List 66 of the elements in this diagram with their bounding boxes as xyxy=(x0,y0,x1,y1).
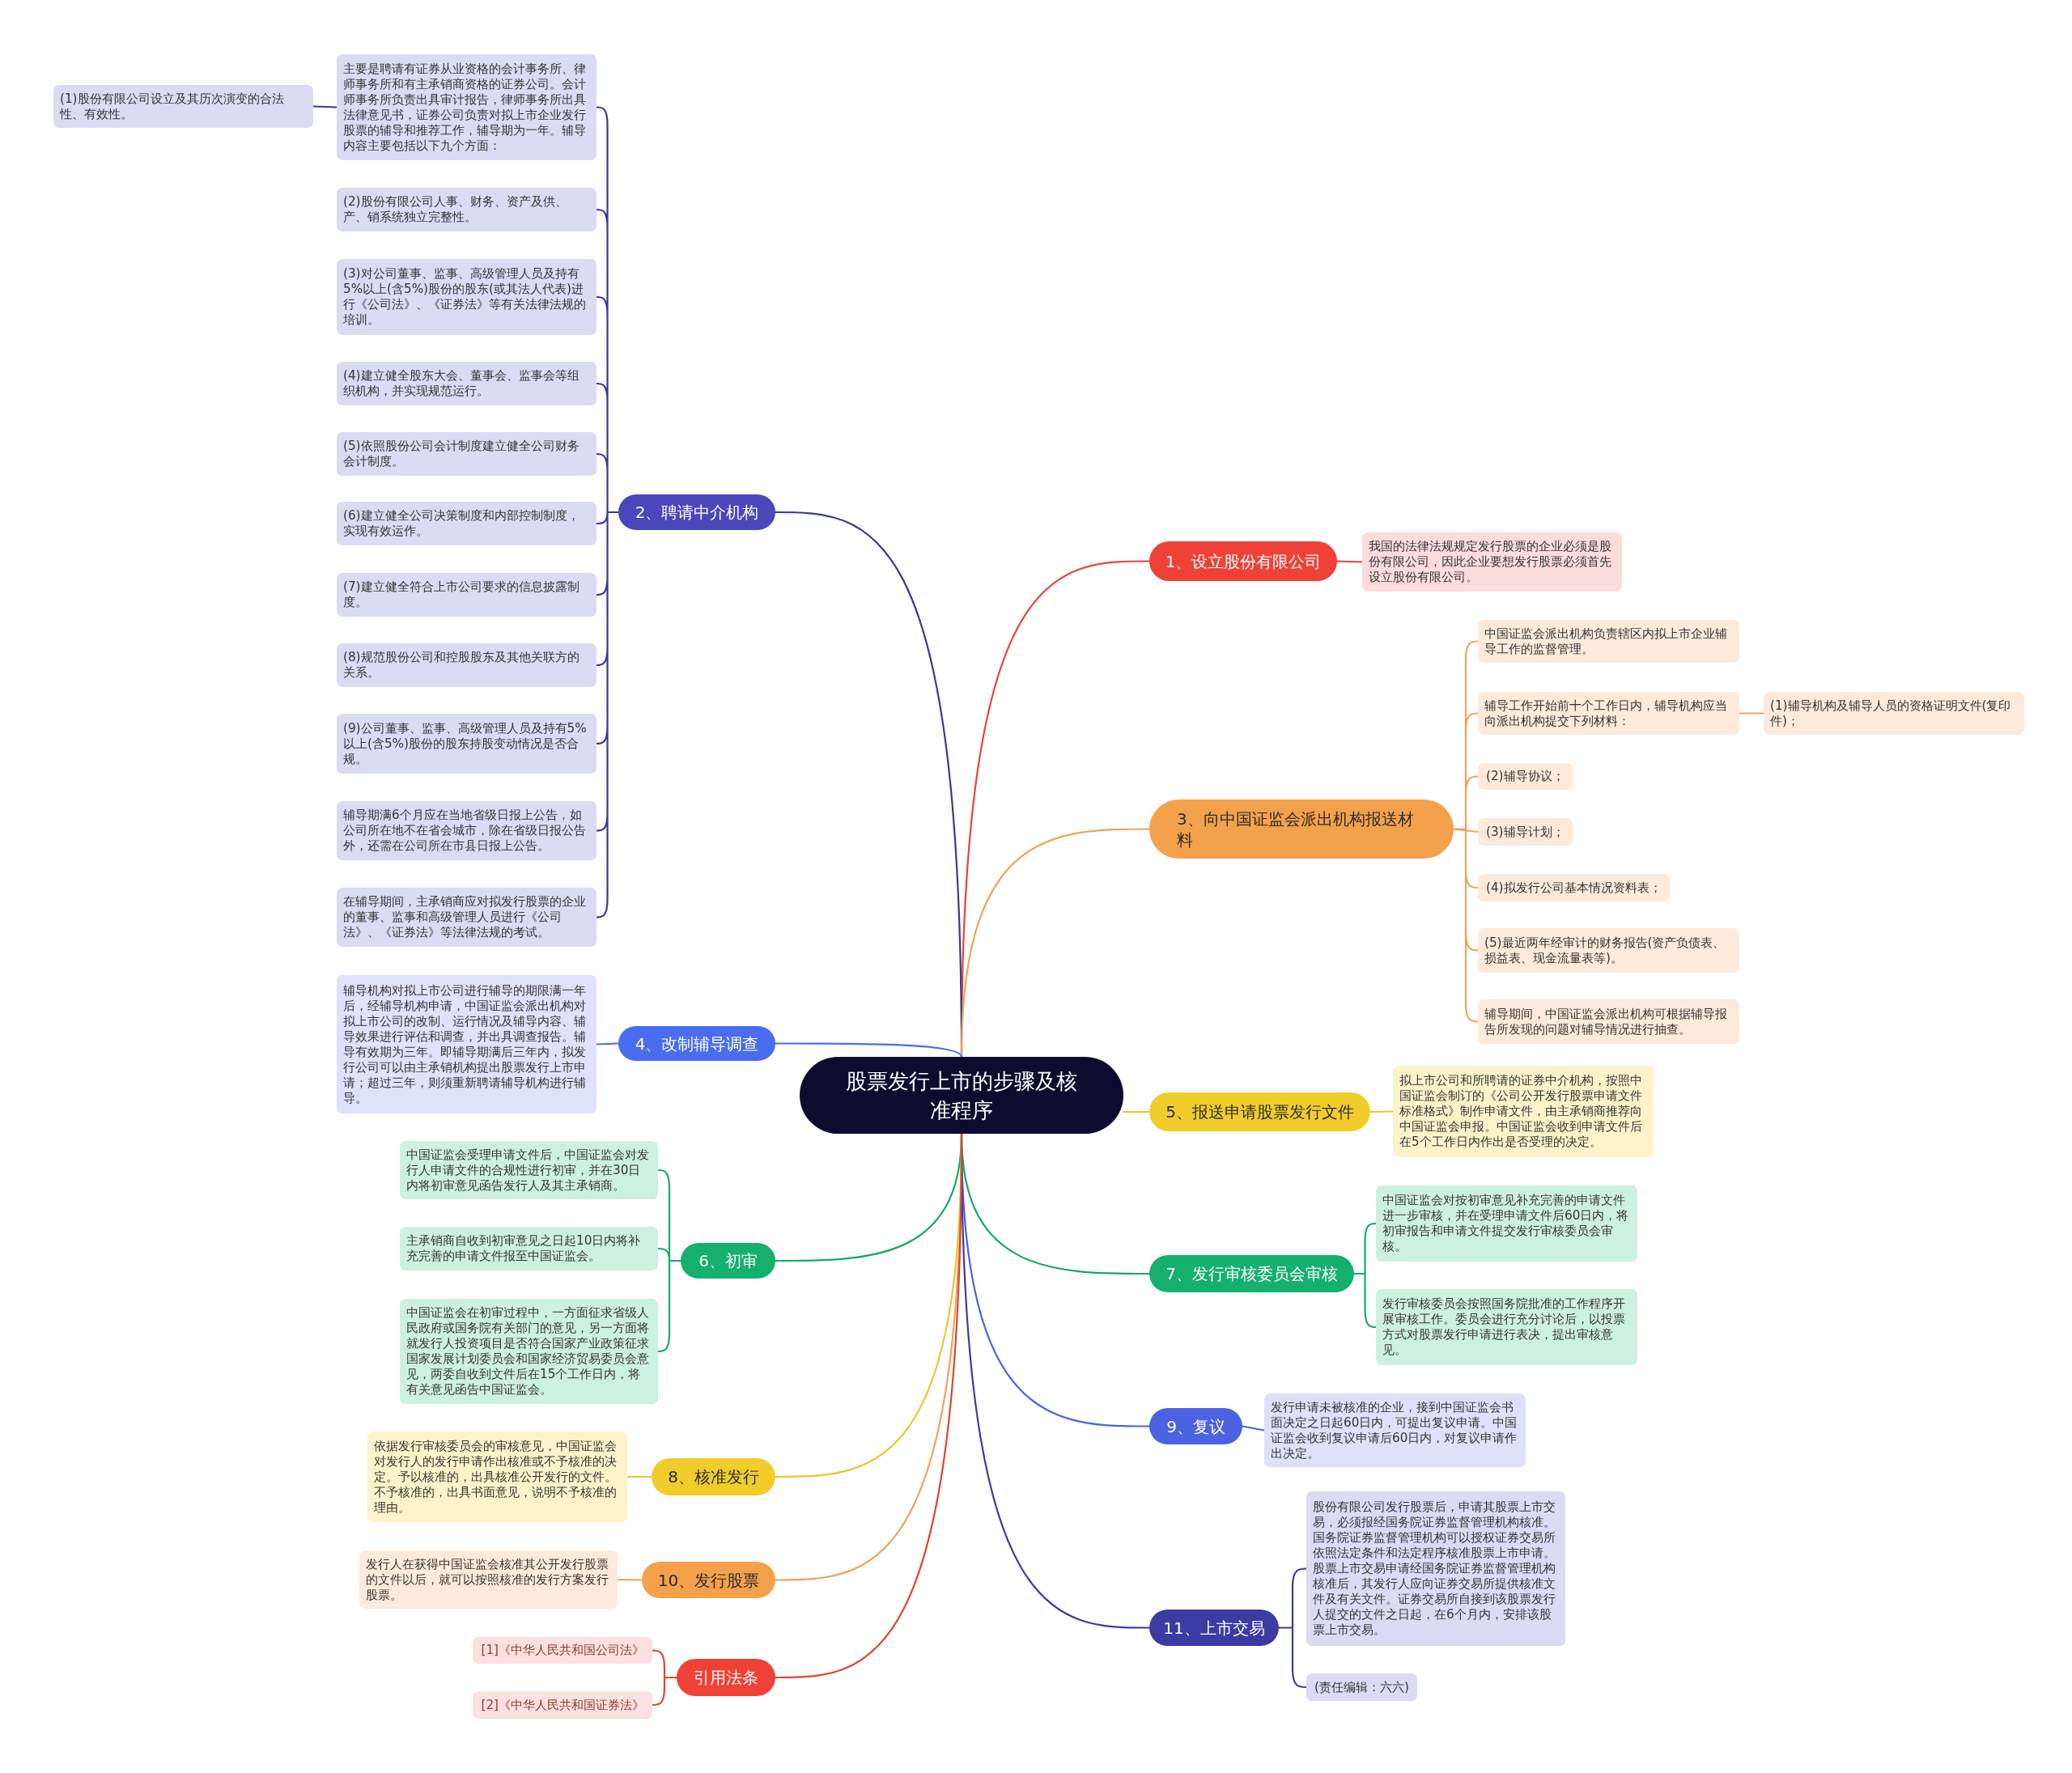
note-box: 我国的法律法规规定发行股票的企业必须是股份有限公司，因此企业要想发行股票必须首先设立股份有限公司。 xyxy=(1362,532,1622,592)
connector-line xyxy=(595,106,620,918)
topic-pill: 10、发行股票 xyxy=(642,1562,775,1598)
connector-line xyxy=(1241,1425,1266,1432)
note-box: [1]《中华人民共和国公司法》 xyxy=(473,1637,652,1664)
note-box: 辅导工作开始前十个工作日内，辅导机构应当向派出机构提交下列材料： xyxy=(1478,692,1739,735)
note-box: 辅导期满6个月应在当地省级日报上公告，如公司所在地不在省会城市，除在省级日报公告外，还需在公司所在市县日报上公告。 xyxy=(337,801,597,860)
note-box: (1)股份有限公司设立及其历次演变的合法性、有效性。 xyxy=(53,85,313,128)
note-box: 发行审核委员会按照国务院批准的工作程序开展审核工作。委员会进行充分讨论后，以投票方式对股票发行申请进行表决，提出审核意见。 xyxy=(1376,1289,1637,1365)
note-box: (2)股份有限公司人事、财务、资产及供、产、销系统独立完整性。 xyxy=(337,188,597,231)
connector-line xyxy=(1122,1110,1151,1113)
note-box: 在辅导期间，主承销商应对拟发行股票的企业的董事、监事和高级管理人员进行《公司法》、《证券法》等法律法规的考试。 xyxy=(337,888,597,947)
topic-pill: 1、设立股份有限公司 xyxy=(1149,541,1337,581)
topic-pill: 7、发行审核委员会审核 xyxy=(1149,1255,1354,1292)
topic-pill: 4、改制辅导调查 xyxy=(618,1026,775,1061)
note-box: (7)建立健全符合上市公司要求的信息披露制度。 xyxy=(337,573,597,617)
connector-line xyxy=(656,1169,682,1353)
topic-pill: 3、向中国证监会派出机构报送材料 xyxy=(1149,800,1454,859)
note-box: (4)拟发行公司基本情况资料表； xyxy=(1478,874,1670,901)
note-box: 股份有限公司发行股票后，申请其股票上市交易，必须报经国务院证券监督管理机构核准。国务院证券监督管理机构可以授权证券交易所依照法定条件和法定程序核准股票上市申请。股票上市交易申请经国务院证券监督管理机构核准后，其发行人应向证券交易所提供核准文件及有关文件。证券交易所自接到该股票发行人提交的文件之日起，在6个月内，安排该股票上市交易。 xyxy=(1306,1491,1565,1646)
note-box: (3)辅导计划； xyxy=(1478,818,1573,846)
connector-line xyxy=(1452,828,1480,833)
connector-line xyxy=(595,1042,620,1046)
connector-line xyxy=(1738,712,1765,715)
note-box: (8)规范股份公司和控股股东及其他关联方的关系。 xyxy=(337,643,597,687)
connector-line xyxy=(626,1475,653,1478)
topic-pill: 8、核准发行 xyxy=(652,1458,775,1495)
note-box: 中国证监会在初审过程中，一方面征求省级人民政府或国务院有关部门的意见，另一方面将就发行人投资项目是否符合国家产业政策征求国家发展计划委员会和国家经济贸易委员会意见，两委自收到文件后在15个工作日内，将有关意见函告中国证监会。 xyxy=(400,1299,658,1404)
note-box: 辅导机构对拟上市公司进行辅导的期限满一年后，经辅导机构申请，中国证监会派出机构对拟上市公司的改制、运行情况及辅导内容、辅导效果进行评估和调查，并出具调查报告。辅导有效期为三年。即辅导期满后三年内，拟发行公司可以由主承销机构提出股票发行上市申请；超过三年，则须重新聘请辅导机构进行辅导。 xyxy=(337,975,597,1113)
note-box: (5)依照股份公司会计制度建立健全公司财务会计制度。 xyxy=(337,432,597,476)
connector-line xyxy=(312,105,338,108)
note-box: (1)辅导机构及辅导人员的资格证明文件(复印件)； xyxy=(1764,692,2024,735)
note-box: 主要是聘请有证券从业资格的会计事务所、律师事务所和有主承销商资格的证券公司。会计师事务所负责出具审计报告，律师事务所出具法律意见书，证券公司负责对拟上市企业发行股票的辅导和推荐工作，辅导期为一年。辅导内容主要包括以下九个方面： xyxy=(337,54,597,160)
note-box: (3)对公司董事、监事、高级管理人员及持有5%以上(含5%)股份的股东(或其法人代表)进行《公司法》、《证券法》等有关法律法规的培训。 xyxy=(337,259,597,335)
note-box: 中国证监会对按初审意见补充完善的申请文件进一步审核，并在受理申请文件后60日内，将初审报告和申请文件提交发行审核委员会审核。 xyxy=(1376,1186,1637,1262)
note-box: (责任编辑：六六) xyxy=(1306,1673,1417,1701)
connector-line xyxy=(616,1578,643,1581)
note-box: (4)建立健全股东大会、董事会、监事会等组织机构，并实现规范运行。 xyxy=(337,362,597,405)
note-box: 发行人在获得中国证监会核准其公开发行股票的文件以后，就可以按照核准的发行方案发行股票。 xyxy=(359,1550,618,1609)
note-box: [2]《中华人民共和国证券法》 xyxy=(473,1691,652,1719)
topic-pill: 11、上市交易 xyxy=(1149,1610,1279,1646)
connector-line xyxy=(1452,640,1480,1023)
connector-line xyxy=(774,1042,963,1058)
topic-pill: 引用法条 xyxy=(677,1659,775,1696)
note-box: 拟上市公司和所聘请的证券中介机构，按照中国证监会制订的《公司公开发行股票申请文件标准格式》制作申请文件，由主承销商推荐向中国证监会申报。中国证监会收到申请文件后在5个工作日内作出是否受理的决定。 xyxy=(1393,1066,1654,1157)
connector-line xyxy=(1369,1110,1395,1113)
note-box: (2)辅导协议； xyxy=(1478,763,1573,790)
connector-line xyxy=(1277,1567,1308,1689)
topic-pill: 6、初审 xyxy=(681,1243,775,1279)
note-box: 依据发行审核委员会的审核意见，中国证监会对发行人的发行申请作出核准或不予核准的决定。予以核准的，出具核准公开发行的文件。不予核准的，出具书面意见，说明不予核准的理由。 xyxy=(367,1432,627,1522)
topic-pill: 2、聘请中介机构 xyxy=(618,494,775,530)
connector-line xyxy=(1352,1222,1378,1329)
topic-pill: 5、报送申请股票发行文件 xyxy=(1149,1092,1370,1131)
note-box: 发行申请未被核准的企业，接到中国证监会书面决定之日起60日内，可提出复议申请。中国证监会收到复议申请后60日内，对复议申请作出决定。 xyxy=(1264,1393,1526,1467)
connector-line xyxy=(651,1649,678,1707)
note-box: (6)建立健全公司决策制度和内部控制制度，实现有效运作。 xyxy=(337,502,597,545)
connector-line xyxy=(774,1132,963,1679)
note-box: 辅导期间，中国证监会派出机构可根据辅导报告所发现的问题对辅导情况进行抽查。 xyxy=(1478,999,1739,1044)
connector-line xyxy=(1335,560,1364,563)
note-box: 中国证监会受理申请文件后，中国证监会对发行人申请文件的合规性进行初审，并在30日内将初审意见函告发行人及其主承销商。 xyxy=(400,1141,658,1199)
central-topic: 股票发行上市的步骤及核准程序 xyxy=(800,1057,1123,1134)
topic-pill: 9、复议 xyxy=(1149,1408,1242,1444)
note-box: (5)最近两年经审计的财务报告(资产负债表、损益表、现金流量表等)。 xyxy=(1478,928,1739,973)
note-box: 中国证监会派出机构负责辖区内拟上市企业辅导工作的监督管理。 xyxy=(1478,620,1739,663)
note-box: (9)公司董事、监事、高级管理人员及持有5%以上(含5%)股份的股东持股变动情况是否合规。 xyxy=(337,714,597,774)
note-box: 主承销商自收到初审意见之日起10日内将补充完善的申请文件报至中国证监会。 xyxy=(400,1227,658,1270)
